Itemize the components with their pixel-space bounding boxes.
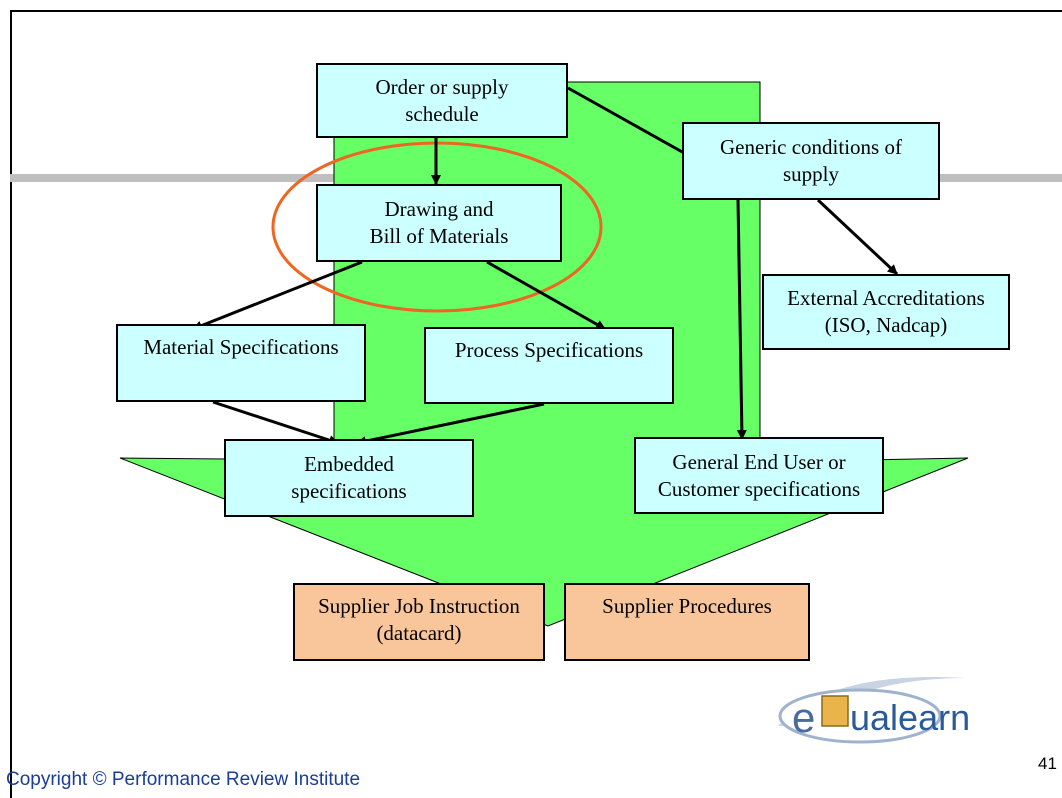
copyright-footer: Copyright © Performance Review Institute	[6, 769, 361, 790]
box-supplier-job-instruction: Supplier Job Instruction (datacard)	[293, 583, 545, 661]
box-material-specs: Material Specifications	[116, 324, 366, 402]
box-general-end-user: General End User or Customer specificati…	[634, 437, 884, 514]
box-embedded-specs: Embedded specifications	[224, 439, 474, 517]
box-external-accreditations: External Accreditations (ISO, Nadcap)	[762, 274, 1010, 350]
box-generic-conditions: Generic conditions of supply	[682, 122, 940, 200]
logo-text: ualearn	[850, 697, 970, 738]
box-supplier-procedures: Supplier Procedures	[564, 583, 810, 661]
box-order-supply: Order or supply schedule	[316, 63, 568, 138]
box-material-specs-label: Material Specifications	[143, 335, 339, 359]
arrow-drawing-to-material	[192, 260, 363, 331]
arrow-order-to-generic	[567, 86, 694, 160]
arrow-process-to-embedded	[356, 402, 545, 447]
box-embedded-specs-label: Embedded specifications	[291, 452, 407, 503]
arrow-material-to-embedded	[212, 400, 339, 445]
box-generic-conditions-label: Generic conditions of supply	[720, 135, 902, 186]
logo-oval	[778, 688, 942, 744]
box-general-end-user-label: General End User or Customer specificati…	[657, 449, 861, 501]
box-supplier-job-instruction-label: Supplier Job Instruction (datacard)	[318, 594, 520, 645]
logo-e: e	[792, 694, 815, 741]
box-supplier-procedures-label: Supplier Procedures	[602, 594, 772, 618]
page-number: 41	[1038, 754, 1057, 773]
box-order-supply-label: Order or supply schedule	[375, 74, 509, 126]
box-external-accreditations-label: External Accreditations (ISO, Nadcap)	[787, 286, 985, 337]
arrow-drawing-to-process	[486, 260, 606, 331]
slide-frame	[10, 10, 1062, 798]
box-process-specs: Process Specifications	[424, 327, 674, 404]
box-drawing-bom: Drawing and Bill of Materials	[316, 184, 562, 262]
box-process-specs-label: Process Specifications	[454, 338, 644, 362]
logo-cube-icon	[821, 695, 849, 727]
arrow-generic-to-external	[816, 198, 899, 276]
equalearn-logo: e ualearn	[778, 677, 970, 744]
arrow-generic-to-general	[736, 199, 747, 440]
box-drawing-bom-label: Drawing and Bill of Materials	[369, 197, 509, 248]
